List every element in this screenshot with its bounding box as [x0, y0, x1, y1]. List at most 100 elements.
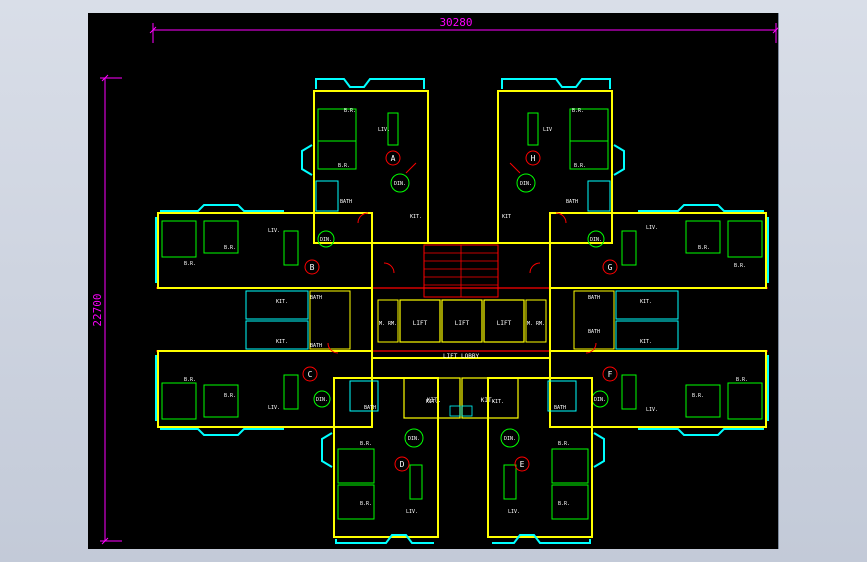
unit-d-bath: BATH	[364, 405, 376, 411]
unit-g-bed-1	[727, 220, 763, 258]
unit-g-bath: BATH	[588, 295, 600, 301]
unit-g: G B.R. B.R. LIV. DIN. KIT. BATH	[549, 204, 769, 305]
lift-shaft-2	[441, 299, 483, 343]
width-dimension	[149, 23, 778, 43]
unit-h-walls	[497, 90, 613, 244]
unit-a-br-1: B.R.	[344, 108, 356, 114]
unit-f-sofa	[621, 374, 637, 410]
unit-c-kit: KIT.	[276, 339, 288, 345]
unit-e-bath: BATH	[554, 405, 566, 411]
cad-viewport[interactable]: 30280 22700 LIFT LIFT LIFT	[88, 13, 779, 549]
unit-a-bed-2	[317, 140, 357, 170]
unit-d-br-1: B.R.	[360, 441, 372, 447]
unit-e-dining-table	[500, 428, 520, 448]
unit-a: A B.R. B.R. LIV. DIN. BATH KIT.	[301, 78, 429, 244]
unit-h-window	[501, 78, 611, 89]
unit-d-bath-fixtures	[349, 380, 379, 412]
unit-d-kit: KIT.	[426, 399, 438, 405]
unit-c-marker	[302, 366, 318, 382]
stair-treads	[424, 245, 498, 297]
core-kit-label-left: KIT.	[427, 397, 441, 404]
unit-f-liv: LIV.	[646, 407, 658, 413]
unit-g-din: DIN.	[590, 237, 602, 243]
unit-h-dining-table	[516, 173, 536, 193]
unit-d-marker	[394, 456, 410, 472]
unit-c-liv: LIV.	[268, 405, 280, 411]
unit-c-br-1: B.R.	[184, 377, 196, 383]
unit-h-br-1: B.R.	[572, 108, 584, 114]
unit-a-kit: KIT.	[410, 214, 422, 220]
unit-c-window	[155, 355, 284, 436]
machine-room-left	[377, 299, 399, 343]
lift-shaft-3	[483, 299, 525, 343]
core-kitchen-fixtures	[449, 405, 473, 417]
unit-h-marker	[525, 150, 541, 166]
unit-h-din: DIN.	[520, 181, 532, 187]
core-outline	[371, 242, 551, 359]
unit-e-window	[492, 534, 591, 544]
unit-h: H B.R. B.R. LIV DIN. BATH KIT	[497, 78, 625, 244]
unit-h-sofa	[527, 112, 539, 146]
unit-d-bed-1	[337, 448, 375, 484]
unit-d-liv: LIV.	[406, 509, 418, 515]
unit-h-letter: H	[531, 154, 536, 163]
unit-c-bed-1	[161, 382, 197, 420]
unit-g-marker	[602, 259, 618, 275]
corridor-walls	[156, 91, 768, 537]
mrm-label-right: M. RM.	[527, 321, 545, 327]
unit-e-bed-1	[551, 448, 589, 484]
unit-d: D B.R. B.R. LIV. DIN. KIT. BATH	[321, 377, 439, 544]
unit-b-bath: BATH	[310, 295, 322, 301]
unit-b-br-1: B.R.	[184, 261, 196, 267]
unit-c-br-2: B.R.	[224, 393, 236, 399]
unit-e: E B.R. B.R. LIV. DIN. KIT. BATH	[487, 377, 605, 544]
unit-f-letter: F	[608, 370, 613, 379]
unit-a-letter: A	[391, 154, 396, 163]
unit-h-bay-window	[613, 144, 625, 176]
unit-f-bed-2	[685, 384, 721, 418]
unit-c: C B.R. B.R. LIV. DIN. KIT. BATH	[155, 339, 373, 436]
unit-a-sofa	[387, 112, 399, 146]
width-dimension-label: 30280	[439, 16, 472, 29]
unit-f-walls	[549, 350, 767, 428]
lift-shaft-1	[399, 299, 441, 343]
unit-b-bed-1	[161, 220, 197, 258]
lift-lobby-label: LIFT LOBBY	[443, 353, 480, 360]
unit-h-br-2: B.R.	[574, 163, 586, 169]
unit-c-bath: BATH	[310, 343, 322, 349]
central-core: LIFT LIFT LIFT M. RM. M. RM. LIFT LOBBY …	[371, 242, 551, 419]
unit-e-letter: E	[520, 460, 525, 469]
door-swings	[327, 212, 597, 354]
unit-e-sofa	[503, 464, 517, 500]
unit-d-bay-window	[321, 432, 333, 468]
unit-f-br-1: B.R.	[736, 377, 748, 383]
floor-plan-drawing: 30280 22700 LIFT LIFT LIFT	[91, 16, 778, 545]
unit-a-dining-table	[390, 173, 410, 193]
unit-c-walls	[157, 350, 373, 428]
unit-b-marker	[304, 259, 320, 275]
unit-f-bath: BATH	[588, 329, 600, 335]
unit-b-dining-table	[317, 230, 335, 248]
unit-a-din: DIN.	[394, 181, 406, 187]
unit-g-letter: G	[608, 263, 613, 272]
unit-g-br-2: B.R.	[698, 245, 710, 251]
unit-g-window	[638, 204, 769, 283]
unit-e-bath-fixtures	[547, 380, 577, 412]
unit-g-bed-2	[685, 220, 721, 254]
unit-g-sofa	[621, 230, 637, 266]
unit-e-marker	[514, 456, 530, 472]
unit-d-br-2: B.R.	[360, 501, 372, 507]
unit-h-bath-fixtures	[587, 180, 611, 212]
unit-f-br-2: B.R.	[692, 393, 704, 399]
height-dimension	[100, 74, 122, 545]
unit-e-bed-2	[551, 484, 589, 520]
unit-d-window	[335, 534, 434, 544]
unit-d-dining-table	[404, 428, 424, 448]
lift-label-3: LIFT	[497, 320, 512, 327]
unit-e-bay-window	[593, 432, 605, 468]
unit-b-bed-2	[203, 220, 239, 254]
unit-c-din: DIN.	[316, 397, 328, 403]
unit-d-bed-2	[337, 484, 375, 520]
unit-h-bath: BATH	[566, 199, 578, 205]
unit-b-br-2: B.R.	[224, 245, 236, 251]
